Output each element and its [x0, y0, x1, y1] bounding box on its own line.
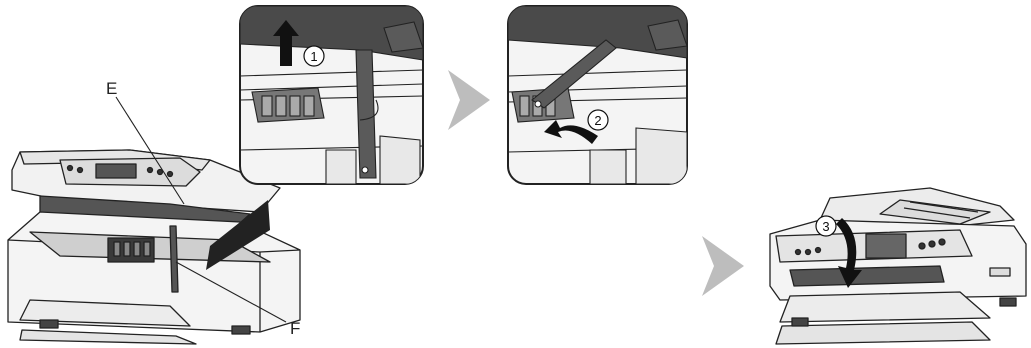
- label-e: E: [106, 79, 117, 98]
- zoom-panel-step-1: 1: [240, 6, 423, 184]
- printer-closed-illustration: [770, 188, 1026, 344]
- zoom-panel-step-2: 2: [508, 6, 687, 184]
- step-1-number: 1: [310, 49, 317, 64]
- step-3-number: 3: [822, 219, 829, 234]
- chevron-right-icon: [702, 236, 744, 296]
- chevron-right-icon: [448, 70, 490, 130]
- step-2-number: 2: [594, 113, 601, 128]
- label-f: F: [290, 319, 300, 338]
